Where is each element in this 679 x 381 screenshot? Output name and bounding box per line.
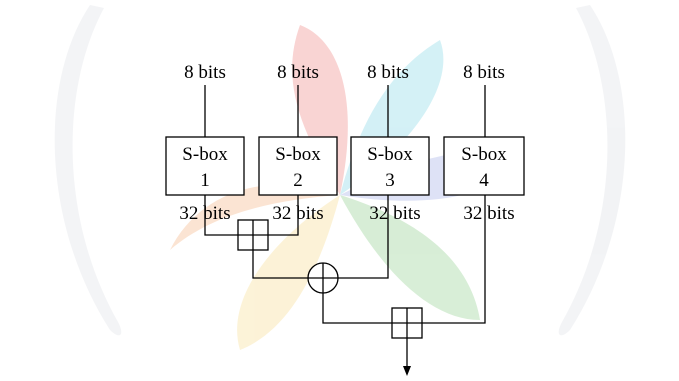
sbox-1-name: S-box xyxy=(182,144,228,165)
laurel-left-icon xyxy=(54,5,122,336)
sbox-4: 8 bits S-box 4 32 bits xyxy=(443,62,525,224)
sbox-2-input-label: 8 bits xyxy=(277,62,319,83)
sbox-2-output-label: 32 bits xyxy=(272,203,323,224)
sbox-1-input-label: 8 bits xyxy=(184,62,226,83)
laurel-right-icon xyxy=(558,5,626,336)
add-mod-operator-2 xyxy=(391,307,423,339)
wires xyxy=(204,85,486,368)
sbox-4-output-label: 32 bits xyxy=(463,203,514,224)
sbox-3-input-label: 8 bits xyxy=(367,62,409,83)
output-arrow-icon xyxy=(403,366,411,376)
sbox-3-number: 3 xyxy=(385,170,395,191)
sbox-4-number: 4 xyxy=(479,170,489,191)
xor-operator xyxy=(307,262,339,294)
sbox-2-name: S-box xyxy=(275,144,321,165)
sbox-1-output-label: 32 bits xyxy=(179,203,230,224)
sbox-4-input-label: 8 bits xyxy=(463,62,505,83)
add-mod-operator-1 xyxy=(237,219,269,251)
sbox-2: 8 bits S-box 2 32 bits xyxy=(258,62,338,224)
sbox-1: 8 bits S-box 1 32 bits xyxy=(165,62,245,224)
sbox-1-number: 1 xyxy=(200,170,210,191)
watermark xyxy=(54,5,626,350)
sbox-4-name: S-box xyxy=(461,144,507,165)
sbox-3-name: S-box xyxy=(367,144,413,165)
sbox-3: 8 bits S-box 3 32 bits xyxy=(350,62,430,224)
sbox-2-number: 2 xyxy=(293,170,303,191)
sbox-3-output-label: 32 bits xyxy=(369,203,420,224)
